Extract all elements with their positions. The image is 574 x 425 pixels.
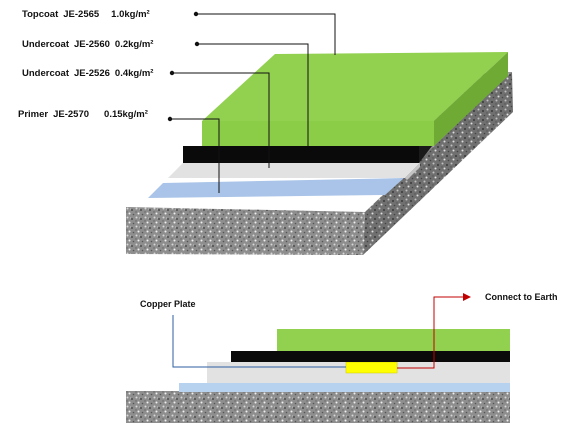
concrete-slab-side bbox=[363, 72, 513, 255]
primer-layer bbox=[148, 178, 404, 198]
copper-plate-label: Copper Plate bbox=[140, 299, 196, 309]
connect-to-earth-label: Connect to Earth bbox=[485, 292, 558, 302]
concrete-slab-front bbox=[126, 207, 365, 255]
topcoat-top bbox=[202, 52, 508, 121]
section-black-undercoat bbox=[231, 351, 510, 362]
section-topcoat bbox=[277, 329, 510, 351]
grey-undercoat-layer bbox=[168, 163, 420, 178]
earth-connection-line bbox=[397, 293, 471, 369]
section-primer bbox=[179, 383, 510, 392]
leader-line-undercoat-2560 bbox=[197, 43, 309, 146]
isometric-floor-block bbox=[126, 52, 513, 255]
leader-lines bbox=[167, 11, 336, 193]
topcoat-front bbox=[202, 121, 434, 146]
copper-leader-line bbox=[172, 315, 346, 368]
section-concrete bbox=[126, 391, 510, 423]
black-undercoat-layer bbox=[183, 146, 419, 163]
leader-line-topcoat bbox=[196, 13, 336, 55]
grey-undercoat-side bbox=[405, 163, 420, 180]
leader-line-primer bbox=[170, 118, 220, 193]
topcoat-side bbox=[434, 52, 508, 146]
cross-section: Copper Plate Connect to Earth bbox=[126, 292, 558, 423]
section-copper-plate bbox=[345, 361, 398, 374]
leader-line-undercoat-2526 bbox=[172, 72, 270, 168]
